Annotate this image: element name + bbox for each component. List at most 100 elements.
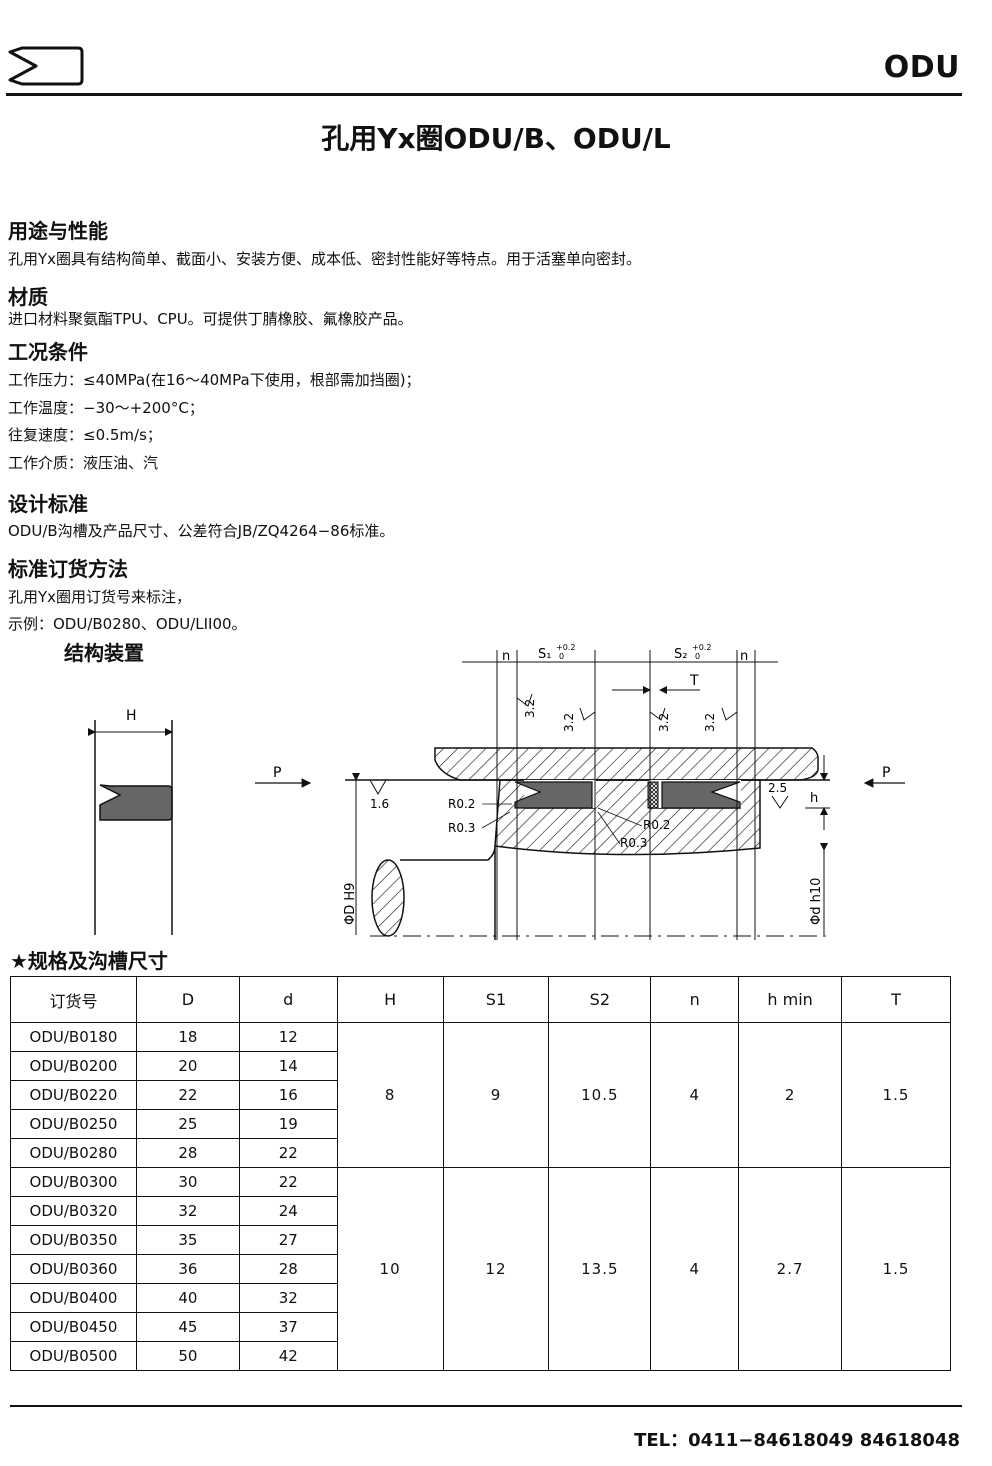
material-text: 进口材料聚氨酯TPU、CPU。可提供丁腈橡胶、氟橡胶产品。	[8, 310, 413, 328]
dim-n1-label: n	[502, 649, 510, 664]
usage-text: 孔用Yx圈具有结构简单、截面小、安装方便、成本低、密封性能好等特点。用于活塞单向…	[8, 250, 642, 268]
ordering-text: 孔用Yx圈用订货号来标注，	[8, 588, 192, 606]
radius-R03-a: R0.3	[448, 821, 475, 835]
ordering-heading: 标准订货方法	[8, 557, 128, 581]
D-cell: 18	[135, 1022, 240, 1052]
structure-heading: 结构装置	[64, 641, 144, 665]
D-cell: 32	[135, 1196, 240, 1226]
d-cell: 42	[238, 1341, 338, 1371]
order-no-cell: ODU/B0450	[10, 1312, 137, 1342]
dim-DH9-label: ΦD H9	[343, 883, 358, 925]
H-cell: 8	[336, 1022, 444, 1168]
d-cell: 19	[238, 1109, 338, 1139]
order-no-cell: ODU/B0250	[10, 1109, 137, 1139]
D-cell: 20	[135, 1051, 240, 1081]
installation-drawing: H P P n S₁ +0.2 0 S₂ +0.2 0 n T 3.2 3.2 …	[88, 643, 905, 940]
table-row: ODU/B0400 40 32	[10, 1283, 951, 1313]
table-row: ODU/B0220 22 16	[10, 1080, 951, 1110]
d-cell: 24	[238, 1196, 338, 1226]
radius-R03-b: R0.3	[620, 836, 647, 850]
pressure-left-label: P	[273, 765, 281, 781]
table-row: ODU/B0200 20 14	[10, 1051, 951, 1081]
table-row: ODU/B0300 30 22 10 12 13.5 4 2.7 1.5	[10, 1167, 951, 1371]
S2-cell: 13.5	[548, 1167, 652, 1371]
order-no-cell: ODU/B0180	[10, 1022, 137, 1052]
spec-table: 订货号 D d H S1 S2 n h min T ODU/B0180 18 1…	[10, 976, 951, 1371]
dim-dh10-label: Φd h10	[809, 878, 824, 925]
page-title: 孔用Yx圈ODU/B、ODU/L	[321, 122, 671, 155]
dim-S1-label: S₁	[538, 647, 551, 662]
spec-table-title: ★规格及沟槽尺寸	[10, 949, 168, 973]
table-header-row: 订货号 D d H S1 S2 n h min T	[10, 976, 951, 1023]
u-seal-profile-icon	[8, 46, 84, 86]
radius-R02-b: R0.2	[643, 818, 670, 832]
footer-divider	[10, 1405, 962, 1407]
d-cell: 32	[238, 1283, 338, 1313]
order-no-cell: ODU/B0200	[10, 1051, 137, 1081]
roughness-25: 2.5	[768, 781, 787, 795]
standard-text: ODU/B沟槽及产品尺寸、公差符合JB/ZQ4264−86标准。	[8, 522, 395, 540]
S1-cell: 12	[442, 1167, 550, 1371]
n-cell: 4	[650, 1167, 740, 1371]
col-H: H	[336, 976, 444, 1023]
table-row: ODU/B0180 18 12 8 9 10.5 4 2 1.5	[10, 1022, 951, 1168]
d-cell: 16	[238, 1080, 338, 1110]
dim-h-label: h	[810, 791, 818, 806]
col-S1: S1	[442, 976, 550, 1023]
order-no-cell: ODU/B0320	[10, 1196, 137, 1226]
table-row: ODU/B0320 32 24	[10, 1196, 951, 1226]
roughness-a: 3.2	[523, 699, 537, 718]
roughness-c: 3.2	[657, 713, 671, 732]
dim-S1-tol-lower: 0	[559, 652, 564, 661]
footer-phone: TEL：0411−84618049 84618048	[634, 1430, 960, 1451]
d-cell: 27	[238, 1225, 338, 1255]
radius-R02-a: R0.2	[448, 797, 475, 811]
standard-heading: 设计标准	[8, 492, 88, 516]
h-min-cell: 2.7	[738, 1167, 843, 1371]
H-cell: 10	[336, 1167, 444, 1371]
roughness-16: 1.6	[370, 797, 389, 811]
usage-heading: 用途与性能	[8, 219, 108, 243]
D-cell: 36	[135, 1254, 240, 1284]
d-cell: 22	[238, 1138, 338, 1168]
header-divider	[6, 93, 962, 96]
condition-speed: 往复速度：≤0.5m/s；	[8, 426, 162, 444]
col-T: T	[841, 976, 951, 1023]
roughness-b: 3.2	[562, 713, 576, 732]
col-d: d	[238, 976, 338, 1023]
order-no-cell: ODU/B0400	[10, 1283, 137, 1313]
T-cell: 1.5	[841, 1167, 951, 1371]
dim-n2-label: n	[740, 649, 748, 664]
condition-medium: 工作介质：液压油、汽	[8, 454, 159, 472]
col-order-no: 订货号	[10, 976, 137, 1023]
table-row: ODU/B0350 35 27	[10, 1225, 951, 1255]
roughness-d: 3.2	[703, 713, 717, 732]
T-cell: 1.5	[841, 1022, 951, 1168]
conditions-heading: 工况条件	[8, 340, 88, 364]
D-cell: 28	[135, 1138, 240, 1168]
order-no-cell: ODU/B0220	[10, 1080, 137, 1110]
order-no-cell: ODU/B0350	[10, 1225, 137, 1255]
condition-temperature: 工作温度：−30～+200°C；	[8, 399, 204, 417]
D-cell: 45	[135, 1312, 240, 1342]
table-row: ODU/B0360 36 28	[10, 1254, 951, 1284]
dim-S2-tol-lower: 0	[695, 652, 700, 661]
free-seal-view: H	[88, 708, 173, 935]
D-cell: 35	[135, 1225, 240, 1255]
D-cell: 30	[135, 1167, 240, 1197]
d-cell: 37	[238, 1312, 338, 1342]
table-row: ODU/B0280 28 22	[10, 1138, 951, 1168]
S1-cell: 9	[442, 1022, 550, 1168]
col-n: n	[650, 976, 740, 1023]
order-no-cell: ODU/B0280	[10, 1138, 137, 1168]
D-cell: 40	[135, 1283, 240, 1313]
D-cell: 22	[135, 1080, 240, 1110]
D-cell: 25	[135, 1109, 240, 1139]
h-min-cell: 2	[738, 1022, 843, 1168]
product-code: ODU	[883, 50, 960, 85]
S2-cell: 10.5	[548, 1022, 652, 1168]
dim-S2-label: S₂	[674, 647, 687, 662]
D-cell: 50	[135, 1341, 240, 1371]
dim-H-label: H	[126, 708, 137, 724]
material-heading: 材质	[8, 285, 48, 309]
